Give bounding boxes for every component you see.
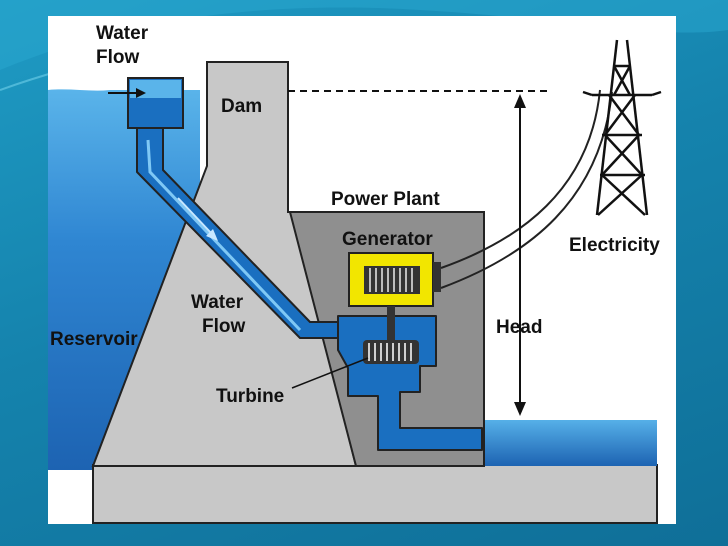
label-water-flow-top-2: Flow — [96, 47, 139, 68]
head-arrow-up-icon — [514, 94, 526, 108]
tailwater — [482, 420, 657, 466]
diagram-panel: Water Flow Dam Power Plant Generator Ele… — [48, 16, 676, 524]
turbine-blades — [368, 343, 412, 361]
label-power-plant: Power Plant — [331, 189, 440, 210]
transmission-line-lower — [440, 91, 613, 289]
label-generator: Generator — [342, 229, 433, 250]
label-water-flow-top-1: Water — [96, 23, 149, 44]
label-water-flow-mid-1: Water — [191, 292, 244, 313]
electricity-tower-icon — [582, 39, 662, 216]
generator-coils — [369, 268, 413, 292]
label-reservoir: Reservoir — [50, 329, 138, 350]
generator-rotor — [364, 266, 420, 294]
label-water-flow-mid-2: Flow — [202, 316, 245, 337]
penstock-flow-arrow-shaft — [177, 197, 213, 235]
penstock-highlight — [146, 139, 302, 332]
penstock-flow-arrow-icon — [206, 229, 218, 241]
label-electricity: Electricity — [569, 235, 660, 256]
turbine-pointer-line — [291, 357, 369, 389]
label-dam: Dam — [221, 96, 262, 117]
turbine-shaft — [387, 306, 395, 344]
inflow-arrow-icon — [136, 88, 146, 98]
label-head: Head — [496, 317, 542, 338]
transmission-line-upper — [440, 89, 601, 269]
head-arrow-down-icon — [514, 402, 526, 416]
generator-terminal — [433, 262, 441, 292]
hydroelectric-diagram: Water Flow Dam Power Plant Generator Ele… — [48, 23, 662, 524]
label-turbine: Turbine — [216, 386, 284, 407]
ground-base — [92, 464, 658, 524]
